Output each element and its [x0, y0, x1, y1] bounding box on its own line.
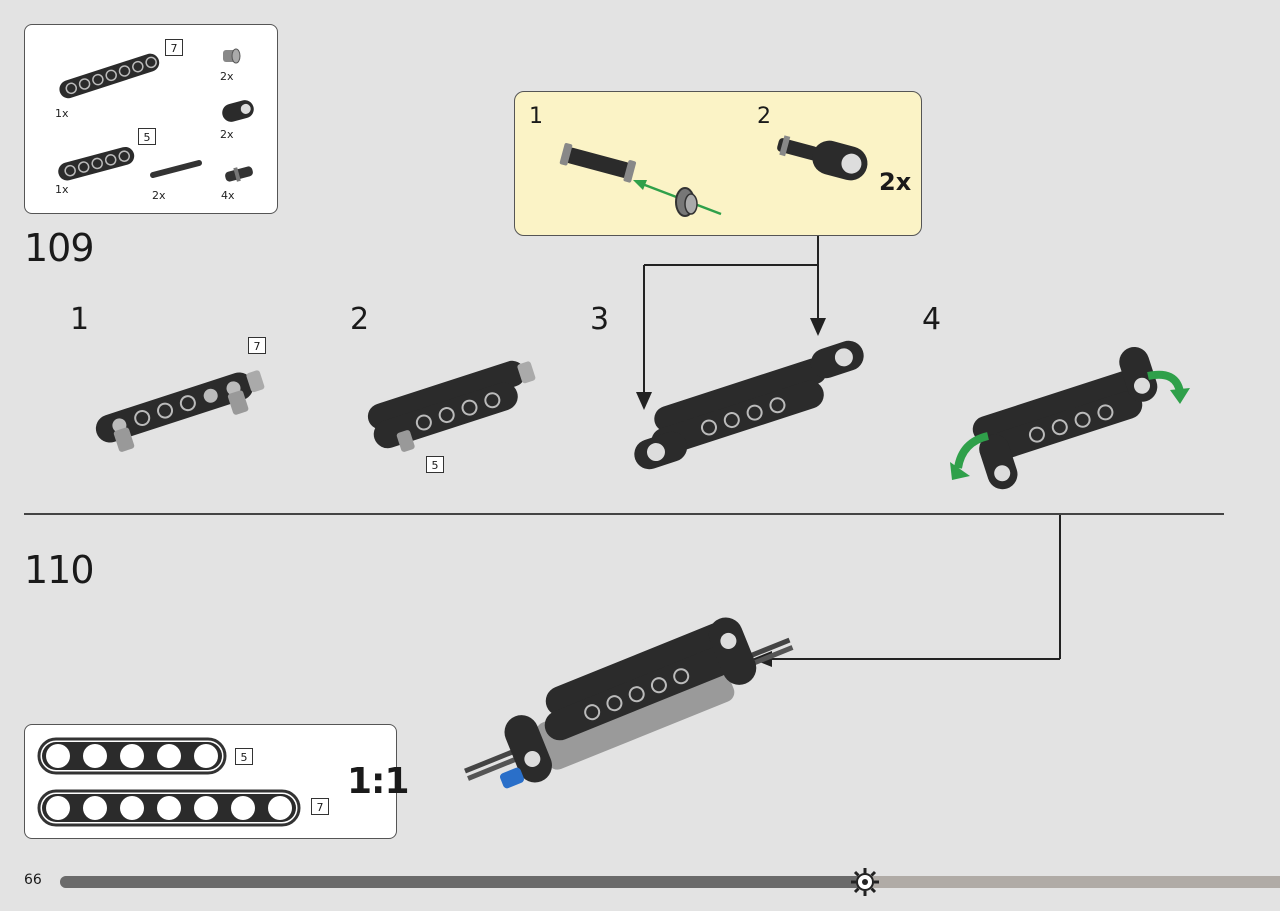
progress-fill: [60, 876, 865, 888]
qty-label: 4x: [221, 189, 235, 202]
chassis-assembly-icon: [464, 617, 794, 789]
sub-assembly-callout: 1 2 2x: [514, 91, 922, 236]
double-beam-icon: [367, 360, 536, 452]
connector-icon: [222, 100, 254, 122]
substep-number: 3: [590, 302, 610, 337]
length-badge: 7: [311, 798, 329, 815]
qty-label: 1x: [55, 183, 69, 196]
pin-icon: [225, 166, 253, 182]
length-badge: 5: [426, 456, 444, 473]
length-badge: 5: [235, 748, 253, 765]
beam-5-ruler-icon: [37, 737, 227, 775]
substep-number: 4: [922, 302, 942, 337]
progress-track: [60, 876, 1280, 888]
axle-icon: [150, 160, 202, 178]
axle-assembly-icon: [559, 143, 722, 217]
beam-with-connectors-icon: [634, 340, 864, 470]
bushing-icon: [223, 48, 241, 64]
scale-label: 1:1: [347, 761, 409, 802]
qty-label: 2x: [220, 70, 234, 83]
length-badge: 5: [138, 128, 156, 145]
step-number: 109: [24, 226, 95, 270]
qty-label: 1x: [55, 107, 69, 120]
qty-label: 2x: [220, 128, 234, 141]
parts-list-panel: 1x 7 1x 5 2x 2x 2x 4x: [24, 24, 278, 214]
scale-ruler-panel: 5 7 1:1: [24, 724, 409, 839]
beam-with-pins-icon: [95, 370, 265, 452]
multiplier-label: 2x: [879, 168, 912, 196]
rotate-assembly-icon: [950, 346, 1190, 490]
callout-step-number: 1: [529, 104, 543, 129]
length-badge: 7: [165, 39, 183, 56]
beam-5-icon: [58, 146, 135, 181]
gear-icon: [851, 868, 879, 896]
callout-step-number: 2: [757, 104, 771, 129]
substep-number: 1: [70, 302, 90, 337]
length-badge: 7: [248, 337, 266, 354]
beam-7-ruler-icon: [37, 789, 301, 827]
step-number: 110: [24, 548, 95, 592]
step-divider: [24, 513, 1224, 515]
qty-label: 2x: [152, 189, 166, 202]
beam-7-icon: [59, 53, 160, 99]
substep-number: 2: [350, 302, 370, 337]
page-number: 66: [24, 872, 42, 888]
connector-assembly-icon: [777, 135, 868, 181]
